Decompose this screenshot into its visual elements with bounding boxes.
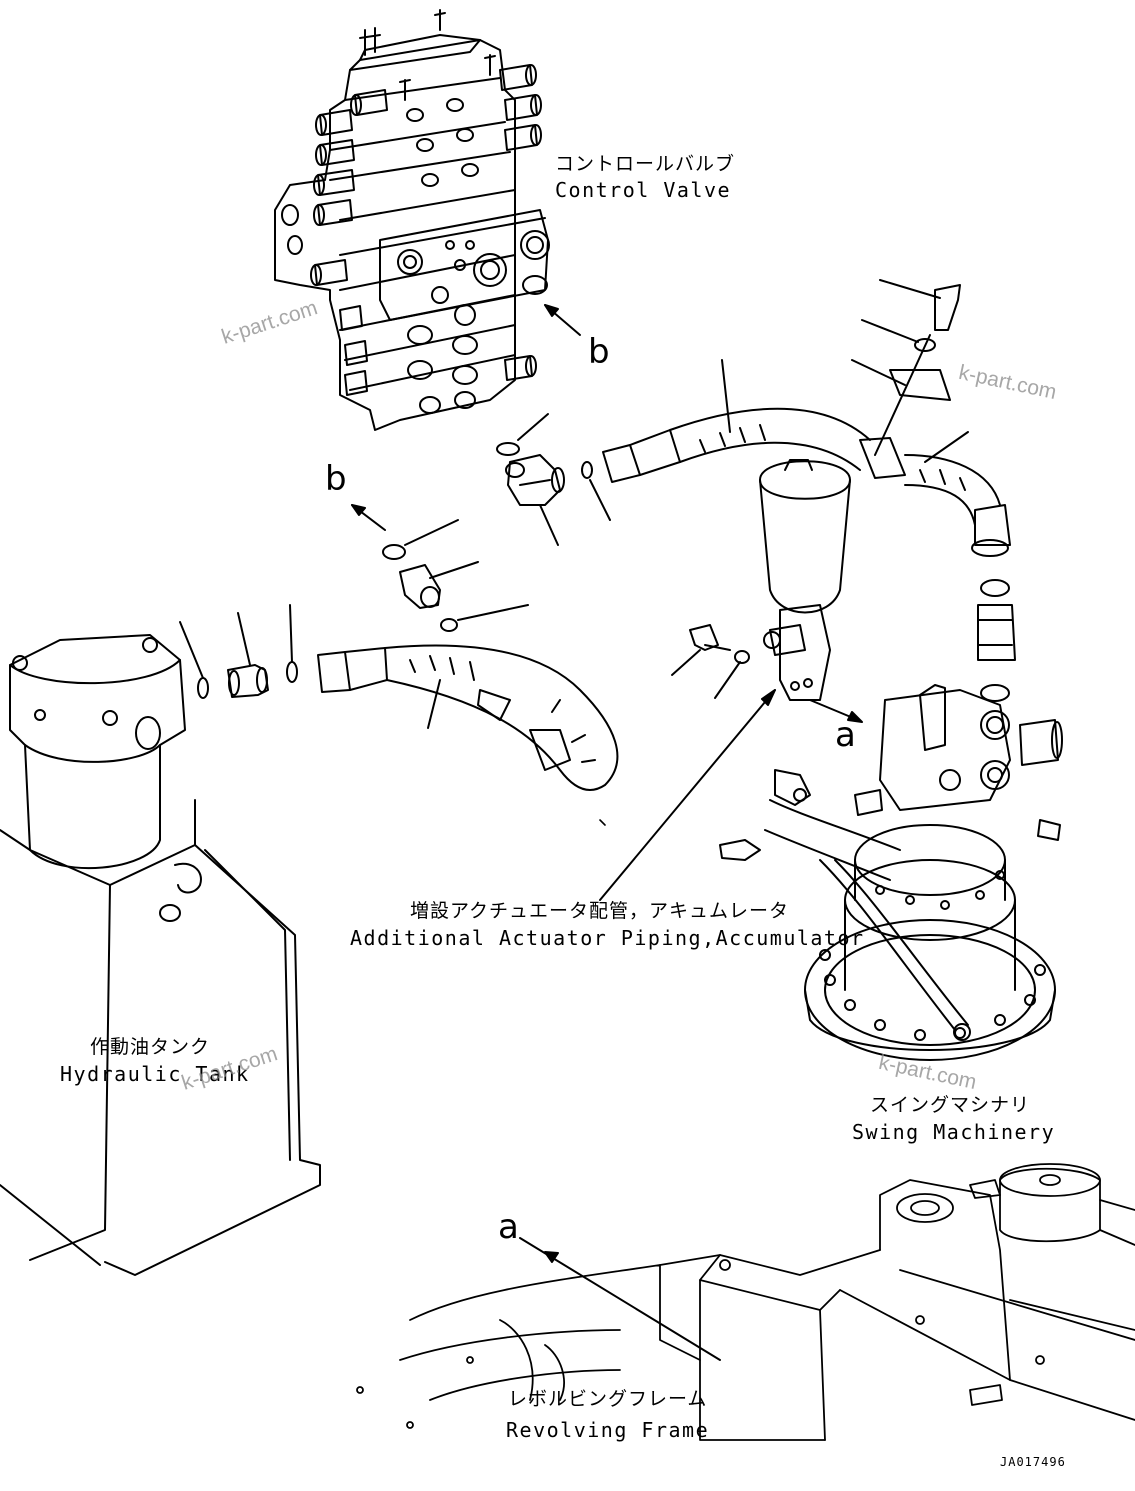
swing-machinery-label-jp: スイングマシナリ	[870, 1094, 1031, 1116]
callout-b-lower: b	[325, 459, 347, 499]
swing-machinery-label-en: Swing Machinery	[852, 1120, 1056, 1144]
part-leader-lines	[599, 819, 606, 826]
hydraulic-tank-drawing	[0, 634, 321, 1276]
revolving-frame-drawing	[356, 1163, 1135, 1441]
callout-a-arrows	[519, 699, 863, 1361]
callout-a-upper: a	[835, 715, 856, 755]
additional-piping-label-en: Additional Actuator Piping,Accumulator	[350, 926, 865, 950]
lower-hose	[179, 604, 619, 791]
callout-b-upper: b	[588, 332, 610, 372]
control-valve-label-en: Control Valve	[555, 178, 732, 202]
revolving-frame-label-jp: レボルビングフレーム	[508, 1388, 708, 1410]
hydraulic-tank-label-en: Hydraulic Tank	[60, 1062, 250, 1086]
elbow-fittings	[382, 413, 611, 632]
control-valve-drawing	[274, 9, 550, 431]
piping-leader-line	[599, 689, 776, 901]
drawing-code: JA017496	[1000, 1455, 1066, 1469]
callout-b-arrows	[351, 304, 581, 531]
upper-hose	[602, 279, 1016, 702]
callout-a-lower: a	[498, 1207, 519, 1247]
accumulator	[671, 459, 851, 701]
revolving-frame-label-en: Revolving Frame	[506, 1418, 710, 1442]
swing-machinery-drawing	[719, 684, 1063, 1061]
control-valve-label-jp: コントロールバルブ	[555, 153, 736, 175]
hydraulic-tank-label-jp: 作動油タンク	[90, 1036, 211, 1058]
additional-piping-label-jp: 増設アクチュエータ配管，アキュムレータ	[410, 900, 790, 922]
